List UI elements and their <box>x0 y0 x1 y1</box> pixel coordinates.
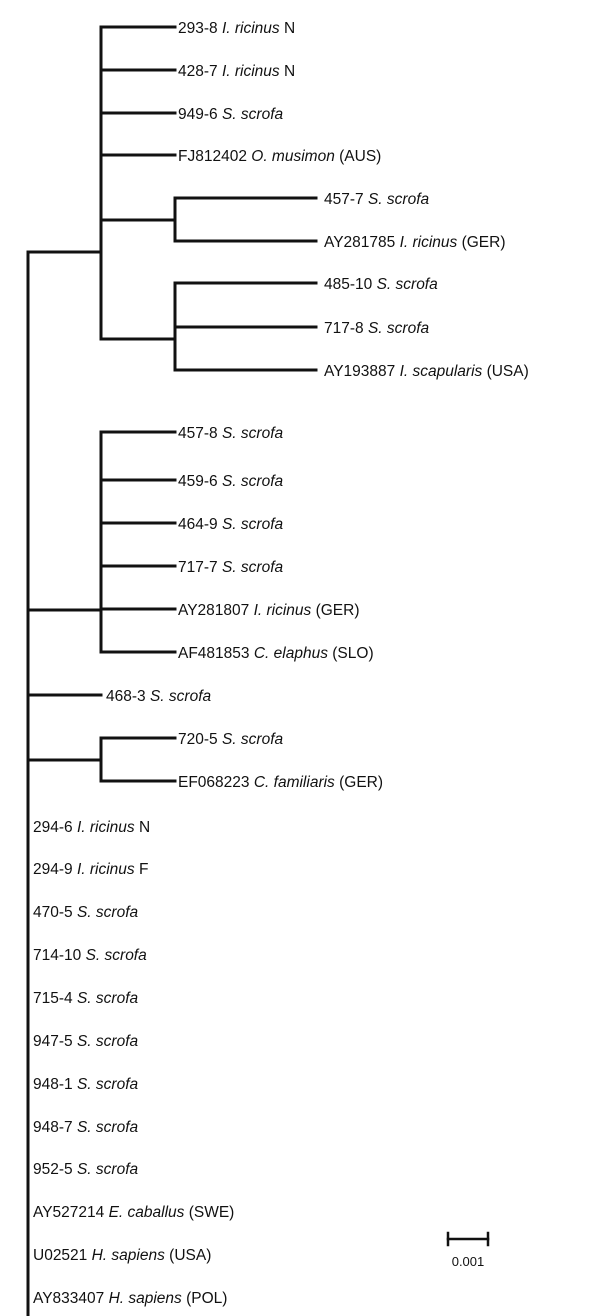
leaf-label: AY833407 H. sapiens (POL) <box>33 1290 227 1307</box>
leaf-label: 293-8 I. ricinus N <box>178 20 295 37</box>
leaf-label: 294-6 I. ricinus N <box>33 819 150 836</box>
leaf-label: 464-9 S. scrofa <box>178 516 284 533</box>
leaf-label: 720-5 S. scrofa <box>178 731 284 748</box>
leaf-label: 947-5 S. scrofa <box>33 1033 139 1050</box>
leaf-label: U02521 H. sapiens (USA) <box>33 1247 211 1264</box>
leaf-label: 457-8 S. scrofa <box>178 425 284 442</box>
leaf-label: 952-5 S. scrofa <box>33 1161 139 1178</box>
leaf-label: 717-8 S. scrofa <box>324 320 430 337</box>
leaf-label: 470-5 S. scrofa <box>33 904 139 921</box>
leaf-label: 485-10 S. scrofa <box>324 276 438 293</box>
scale-bar-label: 0.001 <box>452 1254 485 1269</box>
leaf-label: 717-7 S. scrofa <box>178 559 284 576</box>
leaf-label: AY193887 I. scapularis (USA) <box>324 363 529 380</box>
leaf-label: AY281785 I. ricinus (GER) <box>324 234 506 251</box>
leaf-label: 459-6 S. scrofa <box>178 473 284 490</box>
tree-branches <box>26 25 490 1316</box>
leaf-label: 715-4 S. scrofa <box>33 990 139 1007</box>
leaf-label: FJ812402 O. musimon (AUS) <box>178 148 381 165</box>
leaf-label: 428-7 I. ricinus N <box>178 63 295 80</box>
leaf-label: AY527214 E. caballus (SWE) <box>33 1204 234 1221</box>
leaf-label: 457-7 S. scrofa <box>324 191 430 208</box>
leaf-label: 294-9 I. ricinus F <box>33 861 148 878</box>
leaf-label: 948-7 S. scrofa <box>33 1119 139 1136</box>
leaf-label: AF481853 C. elaphus (SLO) <box>178 645 374 662</box>
leaf-label: 948-1 S. scrofa <box>33 1076 139 1093</box>
leaf-label: AY281807 I. ricinus (GER) <box>178 602 360 619</box>
leaf-label: EF068223 C. familiaris (GER) <box>178 774 383 791</box>
leaf-label: 949-6 S. scrofa <box>178 106 284 123</box>
leaf-labels: 293-8 I. ricinus N 428-7 I. ricinus N 94… <box>33 20 529 1307</box>
leaf-label: 468-3 S. scrofa <box>106 688 212 705</box>
leaf-label: 714-10 S. scrofa <box>33 947 147 964</box>
